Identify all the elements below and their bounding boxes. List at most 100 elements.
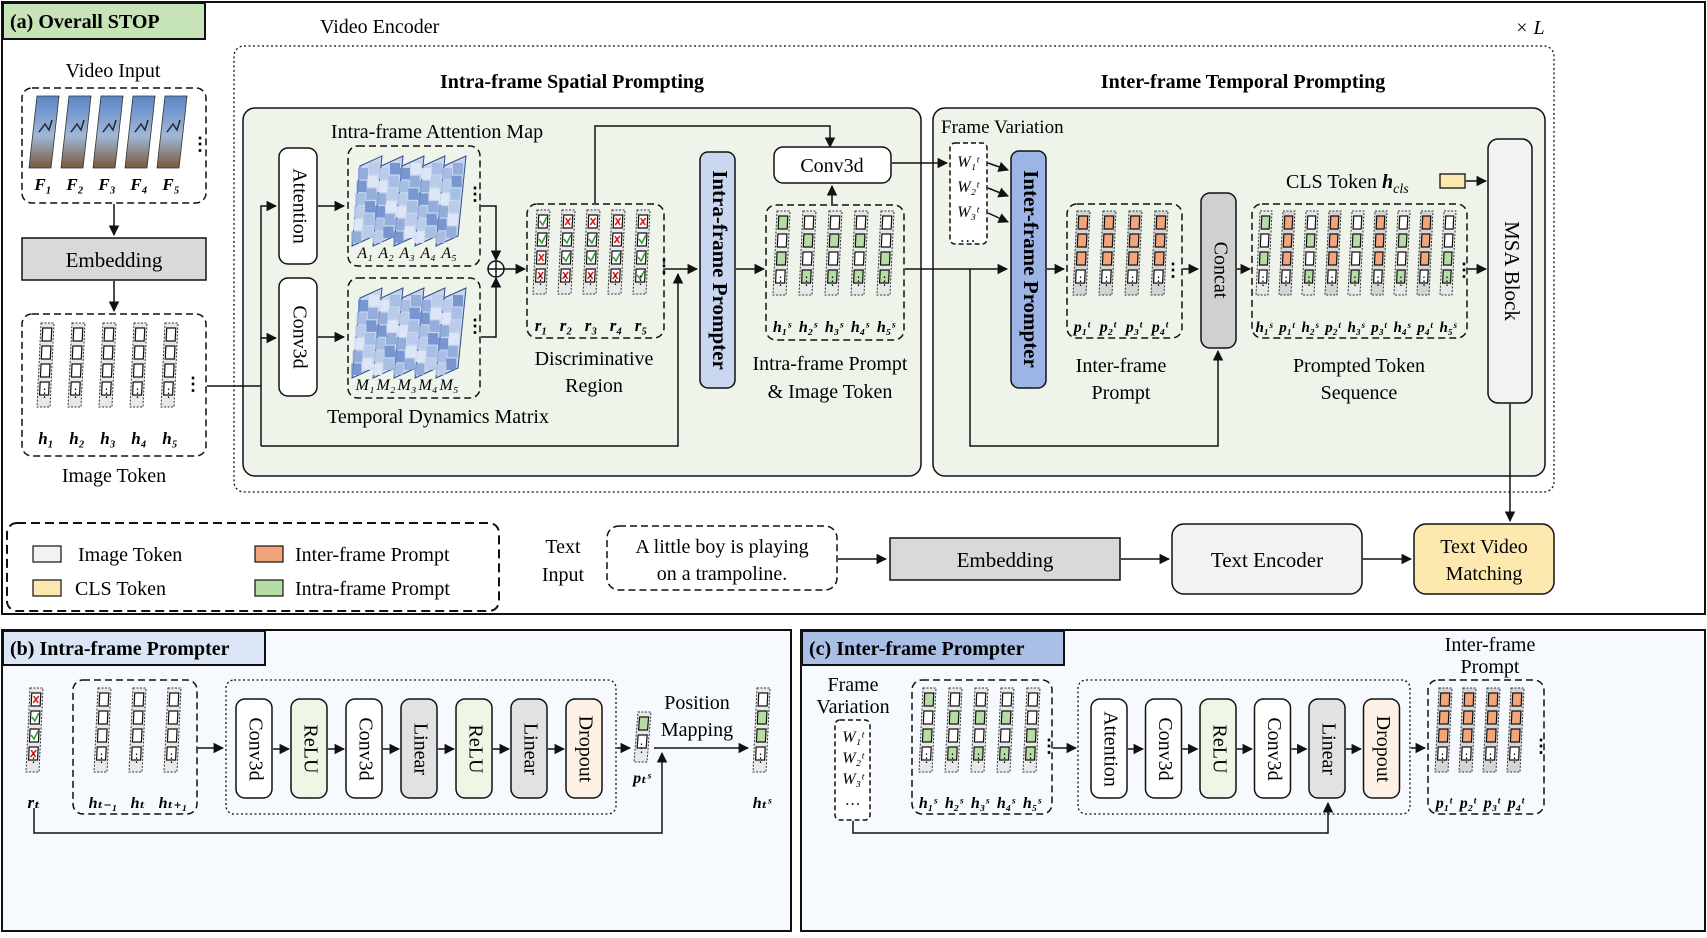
conv3d-box-top[interactable] <box>773 146 892 184</box>
image-token-label: h₁ <box>38 429 53 448</box>
region-strip: ⋮ <box>532 209 551 295</box>
c-layer-linear[interactable] <box>1308 698 1346 799</box>
conv3d-box-a[interactable] <box>278 277 318 397</box>
b-layer-label: ReLU <box>464 725 486 774</box>
svg-text:⋮: ⋮ <box>973 751 985 765</box>
concat-box[interactable] <box>1200 192 1237 349</box>
b-layer-dropout[interactable] <box>565 698 603 799</box>
c-p-label: p₃ᵗ <box>1482 795 1502 812</box>
inter-prompter-box[interactable] <box>1010 150 1047 389</box>
b-ps-label: pₜˢ <box>631 770 652 787</box>
frame-label: F₃ <box>97 175 115 194</box>
c-frame-variation-2: Variation <box>816 696 889 718</box>
seq-label: p₄ᵗ <box>1415 320 1434 336</box>
b-layer-relu[interactable] <box>455 698 493 799</box>
b-layer-conv3d[interactable] <box>345 698 383 799</box>
b-hs-strip: ⋮ <box>752 687 771 773</box>
hs-strip: ⋮ <box>876 210 895 296</box>
inter-prompter-label: Inter-frame Prompter <box>1019 170 1043 368</box>
wire-region-conv3d <box>594 125 836 203</box>
hs-box <box>765 204 905 341</box>
c-wire-w-linear <box>852 801 1334 834</box>
svg-text:⋮: ⋮ <box>921 751 933 765</box>
image-tokens: ⋮h₁⋮h₂⋮h₃⋮h₄⋮h₅⋮ <box>36 322 202 448</box>
text-encoder-box[interactable] <box>1171 523 1363 595</box>
b-layer-conv3d[interactable] <box>235 698 273 799</box>
w-label-4: … <box>961 229 975 246</box>
b-layer-linear[interactable] <box>400 698 438 799</box>
svg-text:⋮: ⋮ <box>1485 751 1497 765</box>
c-layer-label: Attention <box>1099 711 1121 787</box>
text-input-label-2: Input <box>542 564 585 586</box>
c-layer-dropout[interactable] <box>1362 698 1401 799</box>
attention-map-label-1: A₁ <box>356 245 372 262</box>
c-w-label-4: … <box>846 792 860 809</box>
image-token-box <box>21 313 207 457</box>
c-hs-label: h₅ˢ <box>1023 795 1042 812</box>
b-ps-token: ⋮pₜˢ <box>631 711 652 787</box>
frames-ellipsis: ⋮ <box>191 134 209 154</box>
temporal-matrix-label-5: M₅ <box>439 377 459 394</box>
times-l-label: × L <box>1515 17 1545 39</box>
hs-strip: ⋮ <box>772 210 791 296</box>
svg-text:⋮: ⋮ <box>1509 751 1521 765</box>
c-hs-label: h₁ˢ <box>919 795 938 812</box>
p-tokens: ⋮p₁ᵗ⋮p₂ᵗ⋮p₃ᵗ⋮p₄ᵗ⋮ <box>1072 210 1182 336</box>
inter-prompt-box <box>1066 203 1183 339</box>
text-encoder-label: Text Encoder <box>1211 548 1323 572</box>
b-r-token: ⋮rₜ <box>25 687 44 812</box>
b-layer-relu[interactable] <box>290 698 328 799</box>
attention-map-label-4: A₄ <box>419 245 435 262</box>
c-layer-attention[interactable] <box>1090 698 1128 799</box>
b-h-strip: ⋮ <box>128 687 147 773</box>
panel-b-title: (b) Intra-frame Prompter <box>10 638 230 660</box>
intra-prompter-box[interactable] <box>699 151 736 389</box>
c-w-labels: W₁ᵗW₂ᵗW₃ᵗ… <box>842 729 865 809</box>
svg-text:⋮: ⋮ <box>775 274 787 288</box>
c-p-ellipsis: ⋮ <box>1532 736 1550 756</box>
image-token-label: h₂ <box>69 429 84 448</box>
svg-text:⋮: ⋮ <box>801 274 813 288</box>
panel-b-border <box>1 629 792 932</box>
seq-ellipsis: ⋮ <box>1455 260 1473 280</box>
p-label: p₃ᵗ <box>1124 319 1144 336</box>
c-p-strip: ⋮ <box>1506 687 1525 773</box>
c-hs-ellipsis: ⋮ <box>1040 736 1058 756</box>
inter-prompt-label-2: Prompt <box>1092 382 1151 404</box>
video-frame <box>92 95 124 169</box>
attention-ellipsis: ⋮ <box>466 184 484 204</box>
b-layer-block <box>225 679 617 815</box>
b-position-mapping-1: Position <box>664 692 730 714</box>
text-embedding-box[interactable] <box>889 537 1121 581</box>
legend-image-token: Image Token <box>78 544 182 566</box>
svg-text:⋮: ⋮ <box>1441 274 1453 288</box>
c-layer-conv3d[interactable] <box>1144 698 1183 799</box>
embedding-label: Embedding <box>66 248 163 272</box>
text-video-matching-box[interactable] <box>1413 523 1555 595</box>
w-label-2: W₂ᵗ <box>957 179 980 196</box>
discriminative-region-box <box>526 203 665 339</box>
temporal-matrix-label-2: M₂ <box>376 377 396 394</box>
b-r-strip: ⋮ <box>25 687 44 773</box>
frame-variation-label: Frame Variation <box>941 117 1064 138</box>
b-h-strip: ⋮ <box>163 687 182 773</box>
c-layer-conv3d[interactable] <box>1253 698 1292 799</box>
frame-variation-box <box>949 142 988 245</box>
c-layer-relu[interactable] <box>1199 698 1237 799</box>
c-hs-label: h₂ˢ <box>945 795 964 812</box>
c-layer-label: Conv3d <box>1263 717 1285 780</box>
svg-text:⋮: ⋮ <box>39 386 51 400</box>
text-input-label-1: Text <box>545 536 581 558</box>
svg-text:⋮: ⋮ <box>166 751 178 765</box>
attention-box[interactable] <box>278 147 318 265</box>
seq-label: h₁ˢ <box>1255 320 1273 336</box>
b-layer-linear[interactable] <box>510 698 548 799</box>
text-video-matching-label-1: Text Video <box>1440 536 1528 558</box>
image-token-label: h₅ <box>162 429 177 448</box>
svg-text:⋮: ⋮ <box>70 386 82 400</box>
svg-text:⋮: ⋮ <box>101 386 113 400</box>
seq-strip: ⋮ <box>1347 210 1365 296</box>
msa-block[interactable] <box>1487 138 1533 404</box>
temporal-matrix-slice <box>372 287 404 379</box>
